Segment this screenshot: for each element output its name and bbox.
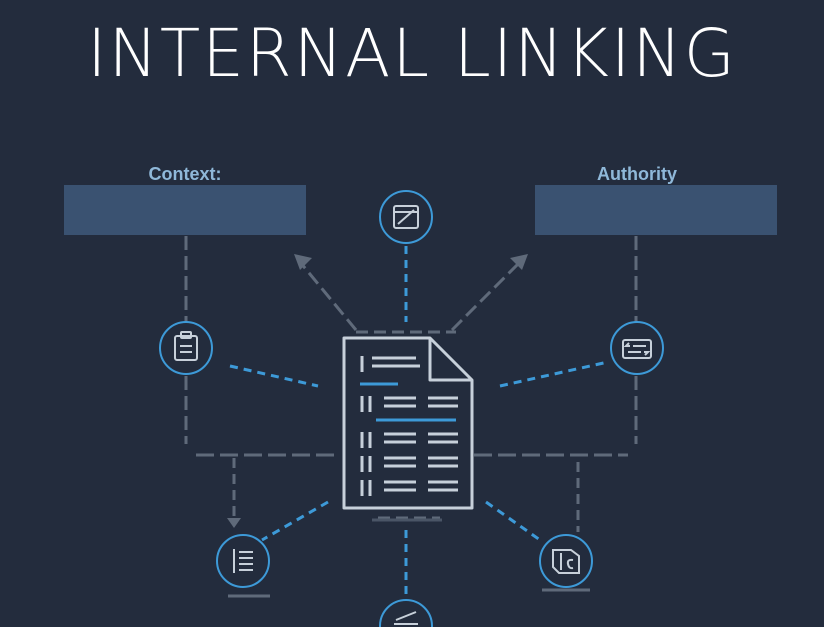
document-icon bbox=[342, 336, 474, 522]
authority-box bbox=[535, 185, 777, 235]
refresh-icon bbox=[379, 190, 433, 244]
arrowheads bbox=[227, 254, 528, 528]
blue-connectors bbox=[229, 246, 609, 598]
grey-connectors bbox=[184, 236, 638, 598]
clipboard-icon bbox=[159, 321, 213, 375]
context-label: Context: bbox=[148, 164, 222, 184]
context-box bbox=[64, 185, 306, 235]
document-highlights bbox=[360, 382, 456, 422]
puzzle-icon bbox=[539, 534, 593, 588]
list-icon bbox=[216, 534, 270, 588]
swap-icon bbox=[610, 321, 664, 375]
authority-label: Authority bbox=[597, 164, 677, 184]
partial-bottom-icon bbox=[379, 599, 433, 627]
page-title: INTERNAL LINKING bbox=[87, 15, 737, 92]
